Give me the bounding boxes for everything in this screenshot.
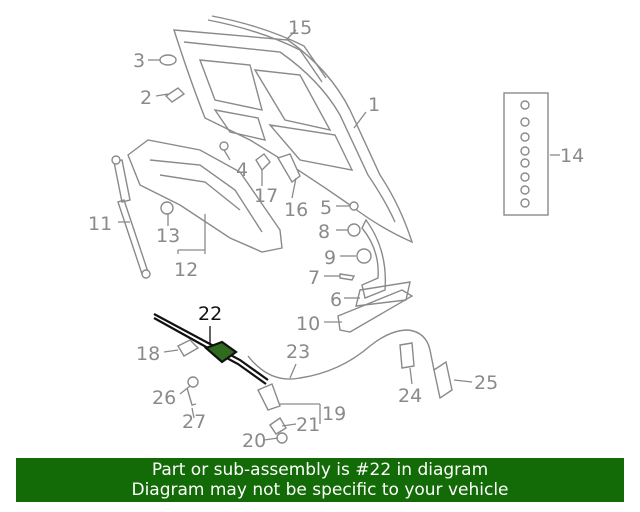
callout-11: 11	[88, 213, 112, 235]
callout-5: 5	[320, 197, 332, 219]
callout-15: 15	[288, 17, 312, 39]
clip-4	[219, 141, 229, 151]
callout-16: 16	[284, 199, 308, 221]
bolt-26	[187, 376, 199, 388]
callout-22: 22	[198, 303, 222, 325]
info-banner: Part or sub-assembly is #22 in diagram D…	[16, 458, 624, 502]
weatherstrip	[207, 15, 327, 83]
hood-panel	[173, 29, 414, 244]
callout-3: 3	[133, 50, 145, 72]
callout-7: 7	[308, 267, 320, 289]
callout-18: 18	[136, 343, 160, 365]
clip-20	[276, 432, 288, 444]
callout-10: 10	[296, 313, 320, 335]
clip-2	[164, 87, 186, 103]
part-24	[399, 342, 415, 369]
callout-9: 9	[324, 247, 336, 269]
callout-23: 23	[286, 341, 310, 363]
clip-21	[269, 416, 287, 435]
latch-25	[433, 360, 453, 400]
banner-line-2: Diagram may not be specific to your vehi…	[131, 480, 509, 500]
lift-support	[111, 155, 151, 279]
callout-2: 2	[140, 87, 152, 109]
latch-cable-22	[153, 313, 269, 385]
callout-12: 12	[174, 259, 198, 281]
callout-4: 4	[236, 159, 248, 181]
callout-17: 17	[254, 185, 278, 207]
callout-labels: 1 2 3 4 5 6 7 8 9 10 11 12 13 14 15 16 1…	[88, 17, 584, 452]
callout-24: 24	[398, 385, 422, 407]
callout-8: 8	[318, 221, 330, 243]
nut-8	[347, 223, 361, 237]
nut-5	[349, 201, 359, 211]
callout-26: 26	[152, 387, 176, 409]
fastener-kit	[503, 92, 549, 216]
callout-27: 27	[182, 411, 206, 433]
bumper-17	[255, 153, 271, 172]
handle-19	[257, 383, 281, 411]
bolt-7	[339, 273, 356, 281]
bracket-16	[276, 153, 301, 184]
hinge-bracket	[337, 289, 414, 333]
banner-line-1: Part or sub-assembly is #22 in diagram	[151, 460, 489, 480]
release-cable	[247, 329, 435, 380]
bolt-27	[186, 387, 197, 406]
plug-3	[159, 54, 177, 66]
callout-6: 6	[330, 289, 342, 311]
callout-21: 21	[296, 414, 320, 436]
leader-lines	[118, 29, 560, 441]
callout-19: 19	[322, 403, 346, 425]
clip-13	[160, 201, 174, 215]
callout-20: 20	[242, 430, 266, 452]
callout-25: 25	[474, 372, 498, 394]
bumper-9	[356, 248, 372, 264]
callout-14: 14	[560, 145, 584, 167]
hood-insulator	[127, 139, 283, 253]
clip-18	[177, 339, 200, 357]
fasteners	[159, 54, 453, 444]
callout-13: 13	[156, 225, 180, 247]
callout-1: 1	[368, 94, 380, 116]
